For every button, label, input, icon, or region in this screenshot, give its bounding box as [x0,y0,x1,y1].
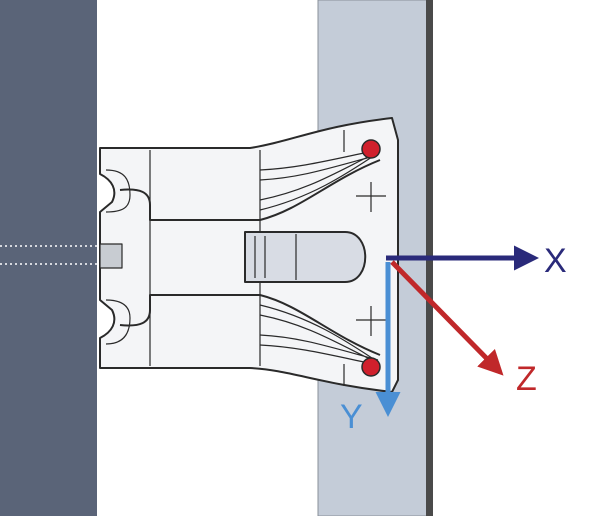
connector-tab [99,243,123,269]
upper-slope-lines [259,149,379,211]
left-wall [0,0,97,516]
upper-small-slot [356,182,386,212]
bracket [99,117,399,393]
z-axis-arrow [390,260,504,376]
upper-pivot-point [361,139,381,159]
upper-groove [105,169,131,213]
central-slot [244,231,367,283]
x-axis-label: X [544,242,567,280]
z-axis-label: Z [516,360,537,398]
lower-pivot-point [361,357,381,377]
lower-small-slot [356,306,386,336]
lower-groove [105,299,131,345]
lower-slope-lines [259,304,379,366]
y-axis-label: Y [340,398,363,436]
